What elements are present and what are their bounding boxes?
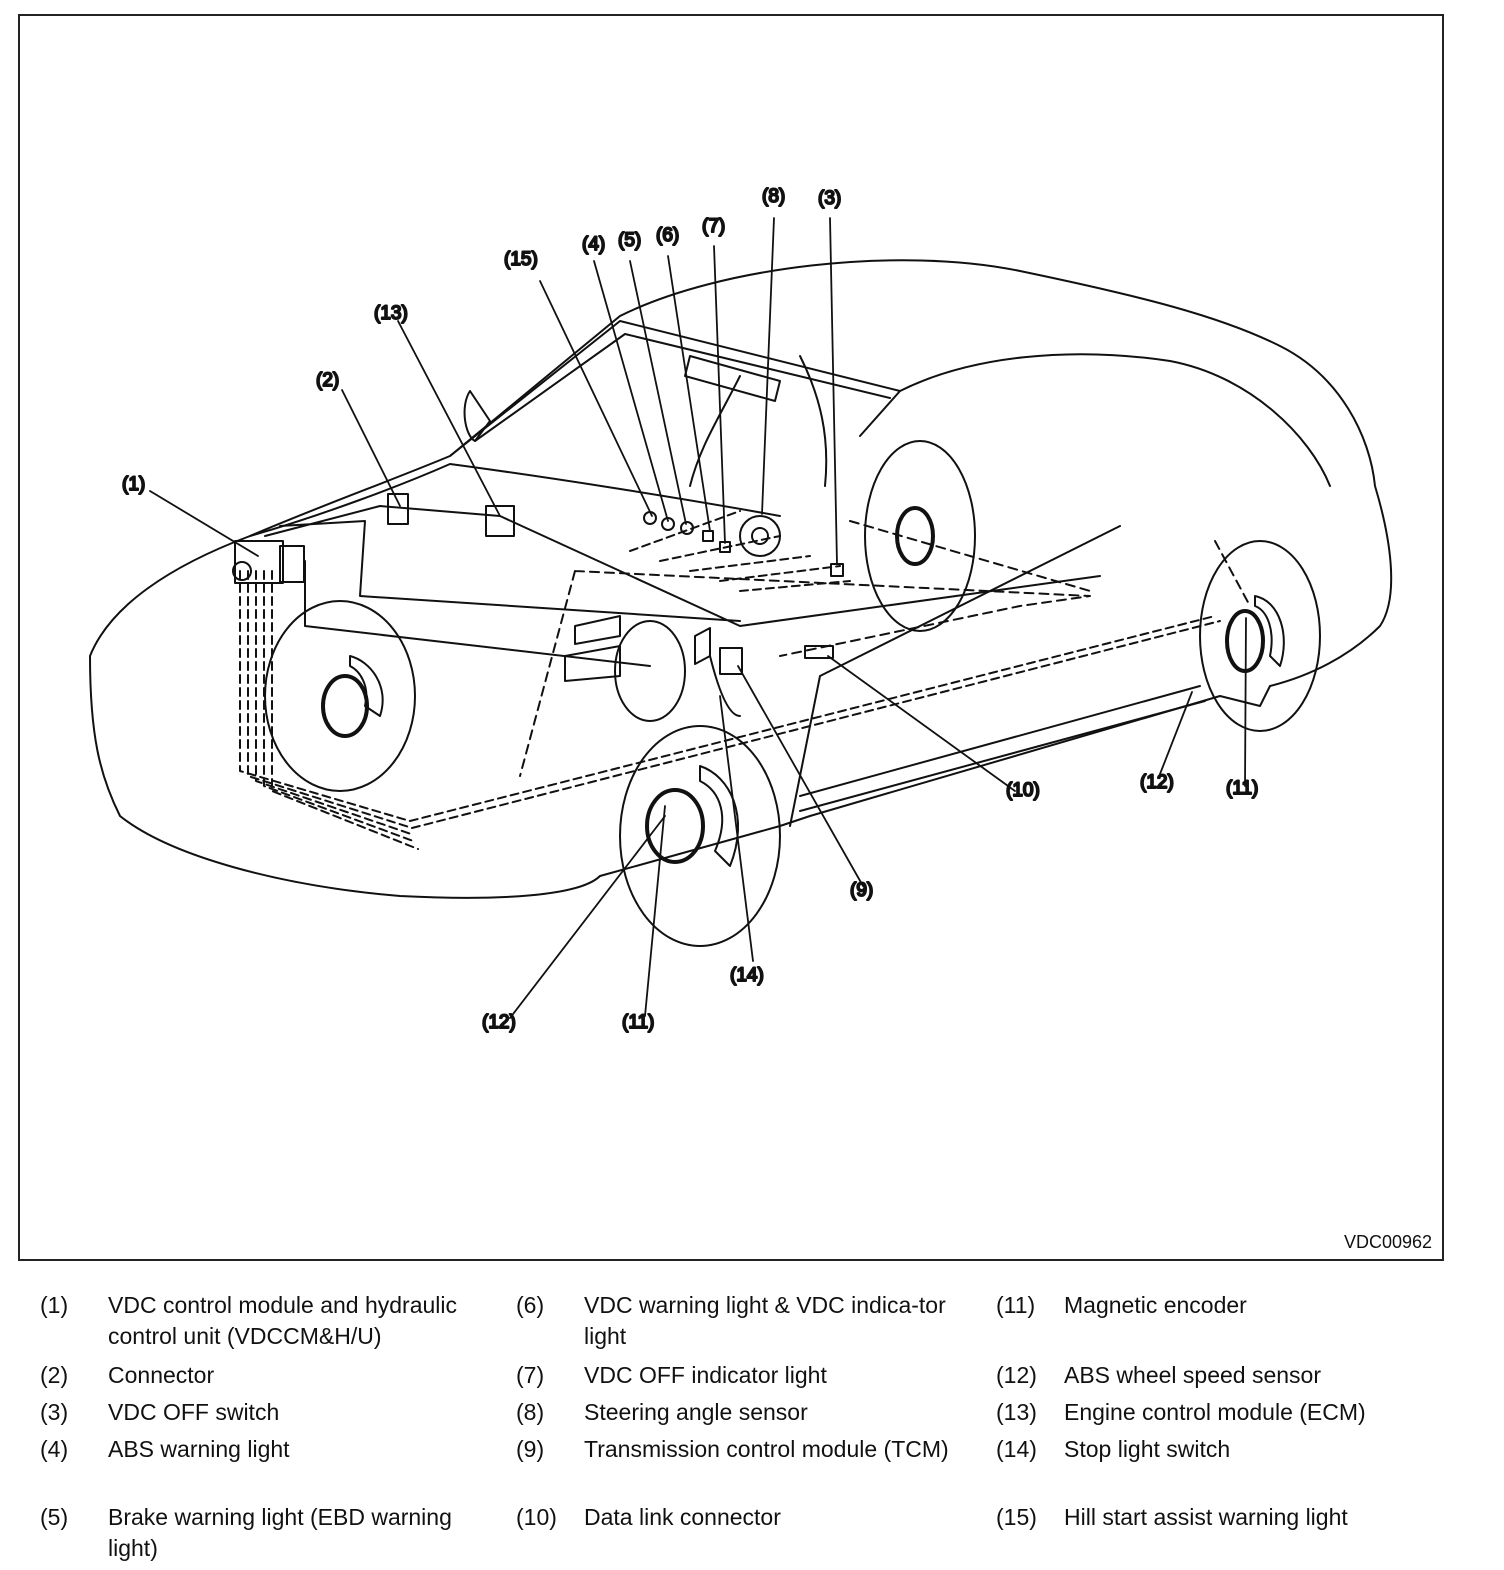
callout-label: (11) xyxy=(1226,778,1258,799)
vdccm-motor xyxy=(232,561,252,581)
connector-box xyxy=(387,493,409,525)
legend-number: (10) xyxy=(516,1504,557,1530)
legend-text: Transmission control module (TCM) xyxy=(584,1436,949,1462)
vdccm-module xyxy=(279,545,305,583)
legend-number: (11) xyxy=(996,1292,1036,1318)
figure-id: VDC00962 xyxy=(1343,1232,1432,1252)
hub-rear-left xyxy=(895,506,935,566)
legend-text: VDC warning light & VDC indica-tor light xyxy=(584,1292,946,1349)
legend-number: (8) xyxy=(516,1399,545,1425)
callout-label: (6) xyxy=(656,225,679,246)
callout-label: (15) xyxy=(504,249,538,270)
legend-number: (7) xyxy=(516,1362,545,1388)
leader-lines xyxy=(149,217,1247,1019)
brake-light xyxy=(680,521,694,535)
callout-label: (9) xyxy=(850,880,873,901)
callout-label: (8) xyxy=(762,186,785,207)
legend-text: Brake warning light (EBD warning light) xyxy=(108,1504,452,1561)
callout-label: (12) xyxy=(1140,772,1174,793)
wheel-front-left xyxy=(264,600,416,792)
callout-label: (13) xyxy=(374,303,408,324)
legend-text: Magnetic encoder xyxy=(1064,1292,1247,1318)
hood-line xyxy=(249,463,781,537)
roof-rear xyxy=(899,353,1331,487)
legend-number: (14) xyxy=(996,1436,1037,1462)
legend-text: Hill start assist warning light xyxy=(1064,1504,1348,1530)
legend-number: (9) xyxy=(516,1436,545,1462)
caliper-rear-right xyxy=(1254,595,1285,667)
callout-label: (4) xyxy=(582,234,605,255)
stop-light-switch xyxy=(694,627,741,717)
sill-line-2 xyxy=(799,700,1206,812)
legend-number: (15) xyxy=(996,1504,1037,1530)
legend-number: (5) xyxy=(40,1504,69,1530)
legend-text: Steering angle sensor xyxy=(584,1399,808,1425)
callout-label: (12) xyxy=(482,1012,516,1033)
brake-master-cylinder xyxy=(564,615,621,682)
wheel-rear-left xyxy=(864,440,976,632)
legend-number: (1) xyxy=(40,1292,69,1318)
callout-label: (1) xyxy=(122,474,145,495)
legend-number: (6) xyxy=(516,1292,545,1318)
vdccm-hydraulic-unit xyxy=(234,540,284,584)
callout-label: (11) xyxy=(622,1012,654,1033)
windshield xyxy=(449,320,901,457)
hub-front-left xyxy=(321,674,369,738)
legend-number: (3) xyxy=(40,1399,69,1425)
data-link-connector xyxy=(804,645,834,659)
car-illustration: (1) (2) (3) (4) (5) (6) (7) (8) (9) (10)… xyxy=(89,185,1393,1034)
legend-text: Stop light switch xyxy=(1064,1436,1231,1462)
windshield-inner xyxy=(474,333,891,442)
callout-labels: (1) (2) (3) (4) (5) (6) (7) (8) (9) (10)… xyxy=(121,185,1259,1034)
floor-pan xyxy=(519,520,1251,777)
caliper-front-left xyxy=(349,655,384,717)
dash-wiring xyxy=(629,510,851,592)
wheel-rear-right xyxy=(1199,540,1321,732)
sill-line xyxy=(799,685,1201,797)
door-line xyxy=(789,525,1121,827)
legend-number: (2) xyxy=(40,1362,69,1388)
brake-booster xyxy=(614,620,686,722)
callout-label: (7) xyxy=(702,216,725,237)
legend-text: VDC control module and hydraulic control… xyxy=(108,1292,458,1349)
legend-text: Connector xyxy=(108,1362,215,1388)
legend-text: ABS warning light xyxy=(108,1436,290,1462)
legend: (1) VDC control module and hydraulic cont… xyxy=(40,1290,1480,1561)
tcm-box xyxy=(719,647,743,675)
brake-lines xyxy=(239,570,1221,850)
callout-label: (14) xyxy=(730,965,764,986)
wheel-front-right xyxy=(619,725,781,947)
legend-text: VDC OFF indicator light xyxy=(584,1362,827,1388)
ecm-box xyxy=(485,505,515,537)
callout-label: (2) xyxy=(316,370,339,391)
vdc-warning-light xyxy=(702,530,714,542)
caliper-front-right xyxy=(699,765,739,867)
callout-label: (10) xyxy=(1006,780,1040,801)
callout-label: (5) xyxy=(618,230,641,251)
legend-number: (4) xyxy=(40,1436,69,1462)
legend-text: ABS wheel speed sensor xyxy=(1064,1362,1321,1388)
car-body-outline xyxy=(89,259,1393,899)
legend-number: (13) xyxy=(996,1399,1037,1425)
steering-angle-sensor xyxy=(739,515,781,557)
hub-front-right xyxy=(645,788,705,864)
callout-label: (3) xyxy=(818,188,841,209)
seat-outline xyxy=(689,355,828,487)
rear-view-mirror xyxy=(684,355,781,402)
steering-angle-sensor-hub xyxy=(751,527,769,545)
side-mirror xyxy=(463,390,491,442)
legend-text: Engine control module (ECM) xyxy=(1064,1399,1366,1425)
legend-text: Data link connector xyxy=(584,1504,781,1530)
component-location-diagram: (1) (2) (3) (4) (5) (6) (7) (8) (9) (10)… xyxy=(18,14,1444,1261)
legend-number: (12) xyxy=(996,1362,1037,1388)
legend-text: VDC OFF switch xyxy=(108,1399,280,1425)
